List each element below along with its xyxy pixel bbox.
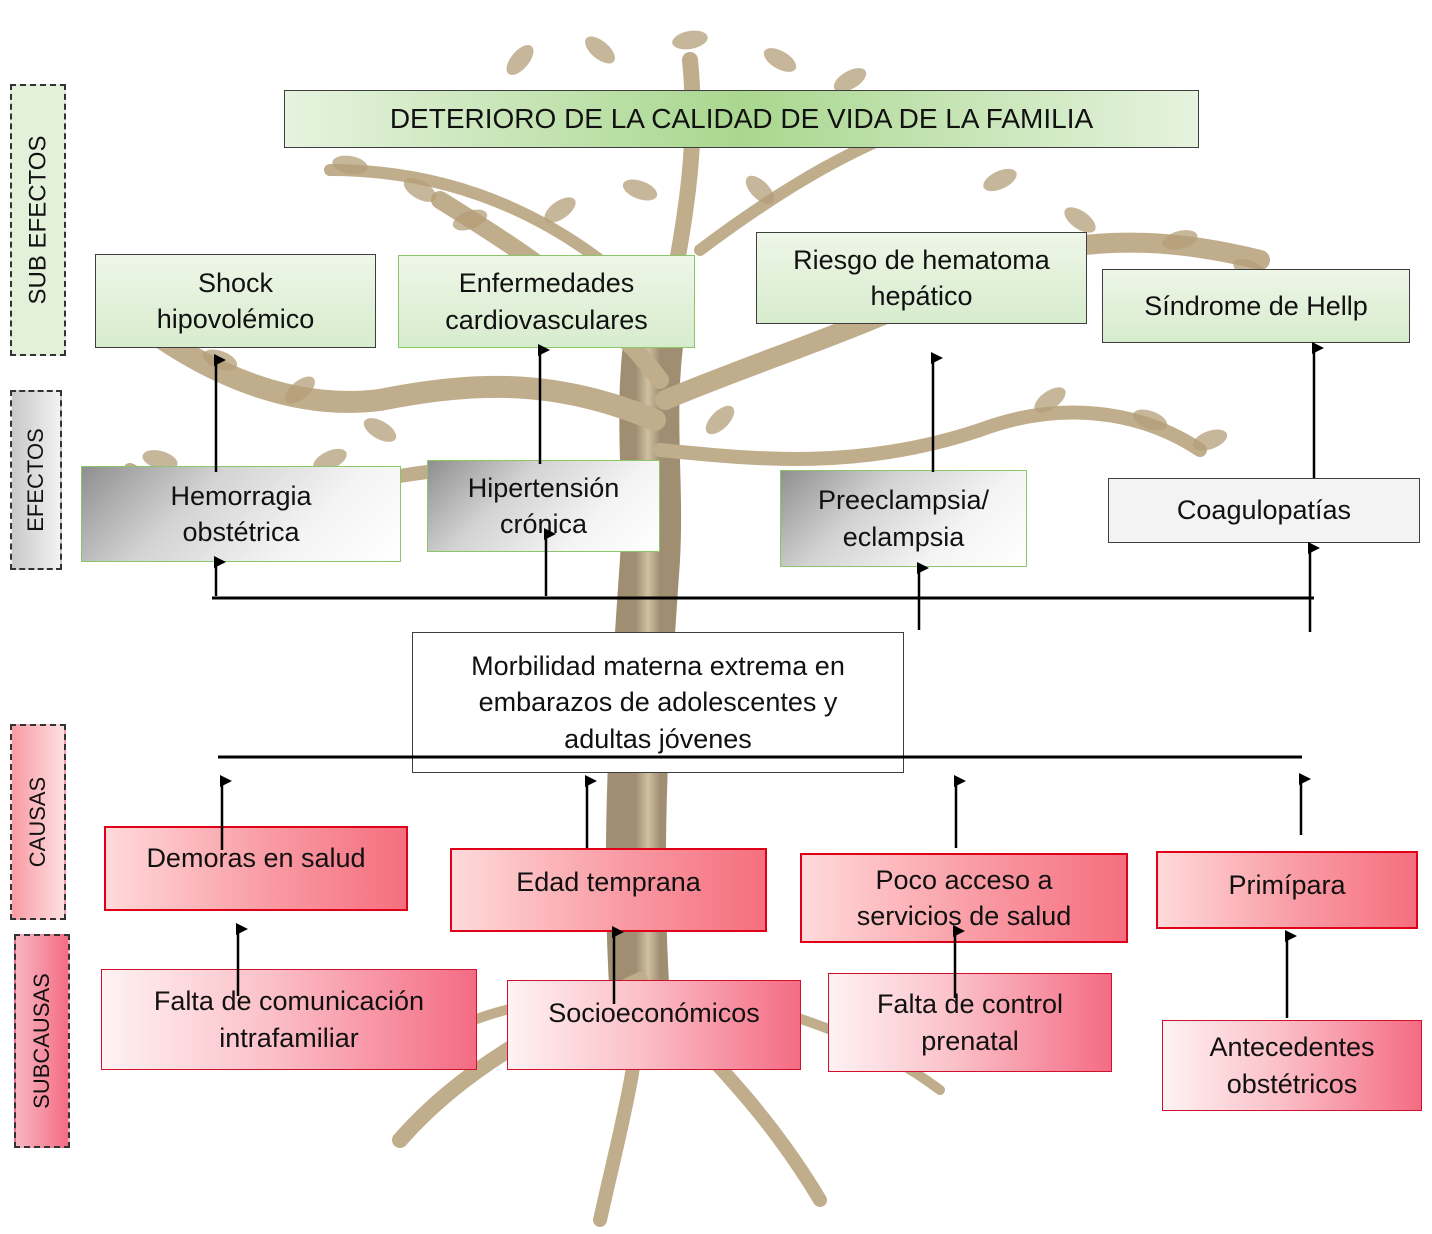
causas-label: CAUSAS	[10, 724, 66, 920]
effect-hemorragia: Hemorragia obstétrica	[81, 466, 401, 562]
subcausas-label: SUBCAUSAS	[14, 934, 70, 1148]
subcause-comunicacion: Falta de comunicación intrafamiliar	[101, 969, 477, 1070]
subcause-antecedentes: Antecedentes obstétricos	[1162, 1020, 1422, 1111]
main-effect-title: DETERIORO DE LA CALIDAD DE VIDA DE LA FA…	[284, 90, 1199, 148]
central-problem: Morbilidad materna extrema en embarazos …	[412, 632, 904, 773]
effect-coagulopatias: Coagulopatías	[1108, 478, 1420, 543]
efectos-label: EFECTOS	[10, 390, 62, 570]
sub-effect-shock: Shock hipovolémico	[95, 254, 376, 348]
cause-edad: Edad temprana	[450, 848, 767, 932]
effect-preeclampsia: Preeclampsia/ eclampsia	[780, 470, 1027, 567]
subcause-socioeconomicos: Socioeconómicos	[507, 980, 801, 1070]
sub-effect-hellp: Síndrome de Hellp	[1102, 269, 1410, 343]
sub-efectos-label: SUB EFECTOS	[10, 84, 66, 356]
cause-primipara: Primípara	[1156, 851, 1418, 929]
subcause-control-prenatal: Falta de control prenatal	[828, 973, 1112, 1072]
cause-demoras: Demoras en salud	[104, 826, 408, 911]
effect-hipertension: Hipertensión crónica	[427, 460, 660, 552]
sub-effect-riesgo: Riesgo de hematoma hepático	[756, 232, 1087, 324]
